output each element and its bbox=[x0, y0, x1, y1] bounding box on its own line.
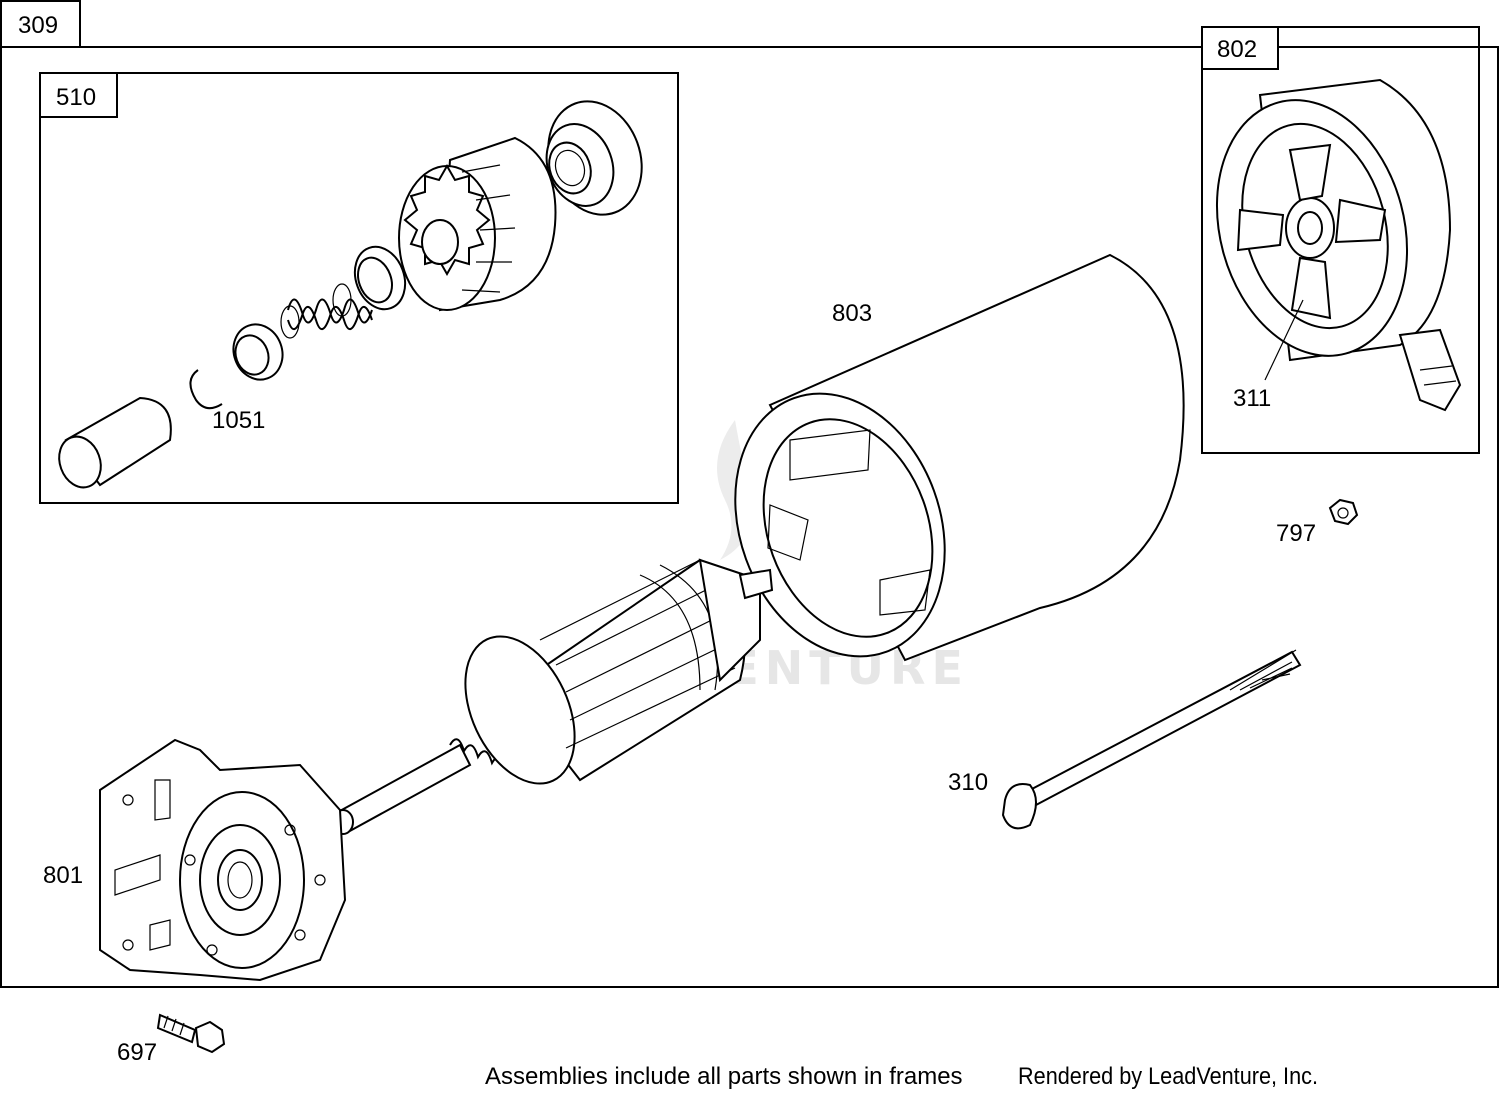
assembly-id-box bbox=[0, 0, 81, 48]
mounting-bolt-icon bbox=[156, 1013, 226, 1054]
gear-assembly-id-box bbox=[39, 72, 118, 118]
footer-credit: Rendered by LeadVenture, Inc. bbox=[1018, 1063, 1318, 1090]
spring-collar-icon bbox=[232, 323, 284, 381]
end-cap-assembly-id-label: 802 bbox=[1217, 36, 1257, 63]
drive-end-cap-icon bbox=[99, 738, 347, 982]
through-bolt-icon bbox=[1001, 649, 1302, 830]
callout-310: 310 bbox=[948, 769, 988, 796]
housing-icon bbox=[734, 253, 1185, 662]
end-cap-assembly-id-box bbox=[1201, 26, 1279, 70]
spring-icon bbox=[280, 283, 373, 339]
assembly-id-label: 309 bbox=[18, 12, 58, 39]
brush-leader-line bbox=[1264, 299, 1304, 381]
drive-gear-icon bbox=[398, 136, 557, 312]
armature-icon bbox=[332, 558, 774, 835]
callout-697: 697 bbox=[117, 1039, 157, 1066]
thrust-washer-icon bbox=[353, 245, 407, 311]
callout-803: 803 bbox=[832, 300, 872, 327]
retainer-ring-icon bbox=[189, 369, 223, 410]
gear-assembly-frame bbox=[39, 72, 679, 504]
nut-icon bbox=[1328, 498, 1359, 526]
brush-end-cap-icon bbox=[1215, 78, 1462, 412]
assembly-frame bbox=[0, 46, 1499, 988]
dust-cover-icon bbox=[545, 100, 643, 216]
pinion-sleeve-icon bbox=[58, 396, 172, 489]
gear-assembly-id-label: 510 bbox=[56, 84, 96, 111]
end-cap-assembly-frame bbox=[1201, 26, 1480, 454]
callout-1051: 1051 bbox=[212, 407, 265, 434]
callout-801: 801 bbox=[43, 862, 83, 889]
footer-note: Assemblies include all parts shown in fr… bbox=[485, 1063, 963, 1090]
callout-311: 311 bbox=[1233, 385, 1271, 412]
callout-797: 797 bbox=[1276, 520, 1316, 547]
